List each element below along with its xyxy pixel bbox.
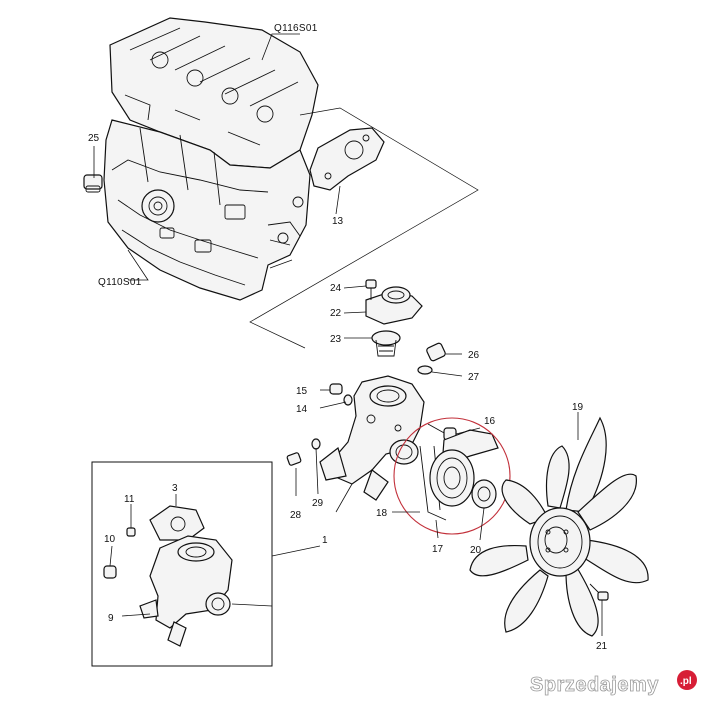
callout-16: 16 — [484, 416, 496, 427]
inset-plug-10 — [103, 565, 117, 579]
cooling-fan-19 — [469, 416, 649, 637]
bolt-21 — [589, 583, 609, 601]
callout-22: 22 — [330, 308, 342, 319]
callout-19: 19 — [572, 402, 584, 413]
thermostat-23 — [371, 330, 401, 357]
inset-pump-body — [139, 535, 233, 647]
thermostat-cover-22 — [365, 286, 423, 325]
callout-14: 14 — [296, 404, 308, 415]
callout-3: 3 — [172, 483, 178, 494]
callout-23: 23 — [330, 334, 342, 345]
highlight-circle — [393, 417, 511, 535]
inset-pump-gasket-3 — [149, 505, 205, 541]
engine-block-assembly — [83, 17, 319, 301]
watermark-suffix: .pl — [680, 676, 692, 687]
watermark-badge-icon — [677, 670, 697, 690]
callout-13: 13 — [332, 216, 344, 227]
exploded-view-line-lower — [269, 259, 293, 269]
bolt-24 — [365, 279, 377, 300]
callout-17: 17 — [432, 544, 444, 555]
watermark-text: Sprzedajemy — [530, 674, 659, 696]
label-cylinder-head-code: Q116S01 — [274, 23, 318, 34]
callout-25: 25 — [88, 133, 100, 144]
watermark: Sprzedajemy .pl — [530, 670, 697, 696]
gasket-13 — [309, 127, 385, 191]
exploded-view-line-upper — [249, 107, 479, 349]
sensor-28-washer-29 — [286, 438, 321, 466]
callout-28: 28 — [290, 510, 302, 521]
callout-26: 26 — [468, 350, 480, 361]
leader-lines — [93, 33, 603, 636]
assembly-code-labels: Q116S01 Q110S01 — [98, 23, 318, 288]
callout-29: 29 — [312, 498, 324, 509]
callout-10: 10 — [104, 534, 116, 545]
pulley-group — [419, 429, 499, 521]
inset-bolt-11 — [126, 527, 136, 537]
callout-24: 24 — [330, 283, 342, 294]
bolt-26-washer-27 — [417, 342, 446, 375]
callout-27: 27 — [468, 372, 480, 383]
callout-20: 20 — [470, 545, 482, 556]
callout-18: 18 — [376, 508, 388, 519]
callout-21: 21 — [596, 641, 608, 652]
callout-15: 15 — [296, 386, 308, 397]
callout-11: 11 — [124, 494, 135, 505]
callout-9: 9 — [108, 613, 114, 624]
label-cylinder-block-code: Q110S01 — [98, 277, 142, 288]
callout-1: 1 — [322, 535, 328, 546]
bolt-15-washer-14 — [329, 383, 353, 406]
callout-numbers: 1 3 9 10 11 13 14 15 16 17 18 19 20 21 2… — [88, 133, 608, 652]
